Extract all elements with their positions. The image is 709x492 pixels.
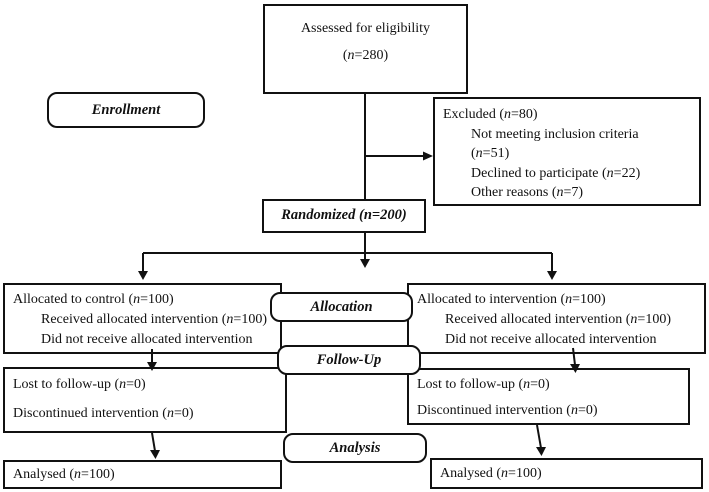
arrowhead-to-control [138, 271, 148, 280]
allocation-line: Did not receive allocated intervention [41, 332, 253, 347]
assessed-eligibility-box: Assessed for eligibility (n=280) [263, 4, 468, 94]
allocation-line: Allocated to intervention (n=100) [417, 292, 606, 307]
arrowhead-to-allocation [360, 259, 370, 268]
connector-intervention-analysed [536, 424, 542, 449]
assessed-line-2: (n=280) [342, 48, 389, 63]
arrowhead-intervention-analysed [536, 447, 546, 456]
excluded-line: (n=51) [471, 146, 510, 161]
allocation-line: Allocated to control (n=100) [13, 292, 174, 307]
excluded-line: Other reasons (n=7) [471, 185, 584, 200]
arrowhead-control-analysed [150, 450, 160, 459]
followup-line: Discontinued intervention (n=0) [13, 406, 194, 421]
control-analysed-box: Analysed (n=100) [3, 460, 282, 489]
allocation-line: Received allocated intervention (n=100) [41, 312, 267, 327]
excluded-box: Excluded (n=80) Not meeting inclusion cr… [433, 97, 701, 206]
intervention-allocation-box: Allocated to intervention (n=100) Receiv… [407, 283, 706, 354]
randomized-box: Randomized (n=200) [262, 199, 426, 233]
connector-control-analysed [151, 432, 156, 452]
excluded-line: Excluded (n=80) [443, 107, 538, 122]
excluded-line: Not meeting inclusion criteria [471, 126, 639, 142]
followup-stage-label: Follow-Up [277, 345, 421, 375]
excluded-line: Declined to participate (n=22) [471, 165, 641, 181]
intervention-followup-box: Lost to follow-up (n=0) Discontinued int… [407, 368, 690, 425]
enrollment-stage-label: Enrollment [47, 92, 205, 128]
intervention-analysed-box: Analysed (n=100) [430, 458, 703, 489]
analysis-stage-label: Analysis [283, 433, 427, 463]
followup-line: Lost to follow-up (n=0) [417, 377, 550, 392]
allocation-line: Received allocated intervention (n=100) [445, 312, 671, 327]
assessed-line-1: Assessed for eligibility [300, 21, 431, 36]
arrowhead-to-intervention [547, 271, 557, 280]
followup-line: Discontinued intervention (n=0) [417, 403, 598, 418]
arrowhead-excluded [423, 151, 433, 161]
allocation-line: Did not receive allocated intervention [445, 332, 657, 347]
allocation-stage-label: Allocation [270, 292, 413, 322]
control-allocation-box: Allocated to control (n=100) Received al… [3, 283, 282, 354]
followup-line: Lost to follow-up (n=0) [13, 377, 146, 392]
analysed-line: Analysed (n=100) [440, 466, 542, 481]
control-followup-box: Lost to follow-up (n=0) Discontinued int… [3, 367, 287, 433]
analysed-line: Analysed (n=100) [13, 467, 115, 482]
